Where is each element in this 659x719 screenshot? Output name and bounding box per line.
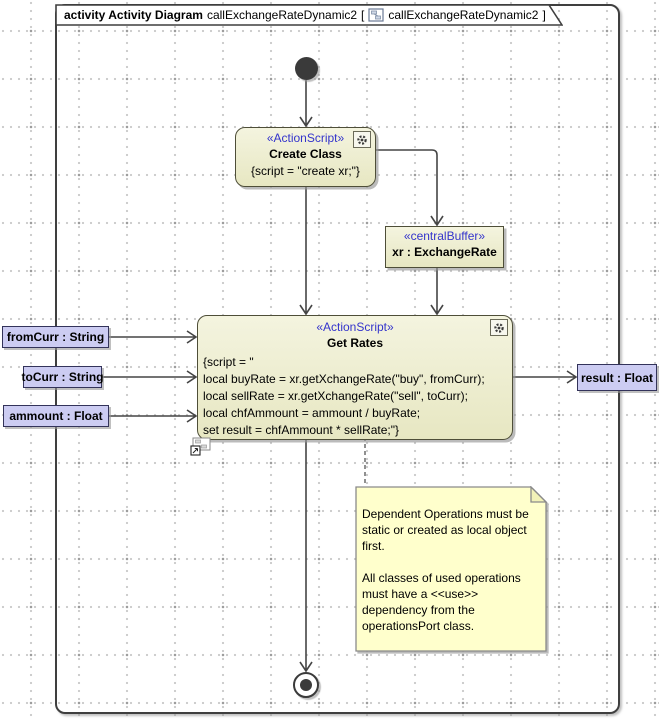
edge-get-rates-to-final[interactable] bbox=[299, 435, 313, 673]
edge-ammount-to-get-rates[interactable] bbox=[107, 409, 198, 423]
create-class-stereotype: «ActionScript» bbox=[266, 131, 345, 145]
create-class-script: {script = "create xr;"} bbox=[251, 164, 360, 178]
frame-title-bracket-open: [ bbox=[361, 8, 365, 22]
note-text: Dependent Operations must be static or c… bbox=[362, 506, 540, 634]
note-line: first. bbox=[362, 539, 385, 553]
central-buffer-name: xr : ExchangeRate bbox=[392, 245, 497, 259]
frame-title-shape bbox=[55, 4, 564, 26]
create-class-name: Create Class bbox=[269, 147, 342, 161]
initial-node[interactable] bbox=[295, 57, 318, 80]
central-buffer-stereotype: «centralBuffer» bbox=[403, 229, 486, 243]
get-rates-stereotype: «ActionScript» bbox=[316, 320, 394, 334]
edge-create-class-to-buffer[interactable] bbox=[376, 149, 444, 227]
note-line: dependency from the bbox=[362, 603, 475, 617]
action-create-class[interactable]: «ActionScript» Create Class {script = "c… bbox=[235, 127, 376, 187]
get-rates-name: Get Rates bbox=[326, 336, 384, 350]
note-line: operationsPort class. bbox=[362, 619, 475, 633]
note-line: Dependent Operations must be bbox=[362, 507, 529, 521]
note-line: All classes of used operations bbox=[362, 571, 521, 585]
behavior-gear-icon bbox=[490, 319, 508, 336]
parameter-result-label: result : Float bbox=[580, 370, 653, 385]
frame-title: activity Activity Diagram callExchangeRa… bbox=[55, 4, 564, 26]
edge-initial-to-create-class[interactable] bbox=[299, 80, 313, 128]
parameter-fromcurr[interactable]: fromCurr : String bbox=[2, 326, 109, 348]
behavior-gear-icon bbox=[353, 131, 371, 148]
parameter-ammount-label: ammount : Float bbox=[9, 409, 103, 423]
note-shape bbox=[355, 486, 547, 652]
parameter-ammount[interactable]: ammount : Float bbox=[3, 405, 109, 427]
final-node-dot bbox=[300, 679, 312, 691]
comment-note[interactable]: Dependent Operations must be static or c… bbox=[355, 486, 547, 652]
edge-tocurr-to-get-rates[interactable] bbox=[100, 370, 198, 384]
script-line: {script = " bbox=[203, 355, 254, 369]
action-get-rates[interactable]: «ActionScript» Get Rates {script = " loc… bbox=[197, 315, 513, 440]
frame-title-name: callExchangeRateDynamic2 bbox=[206, 8, 358, 22]
note-line bbox=[362, 554, 540, 570]
parameter-fromcurr-label: fromCurr : String bbox=[6, 330, 105, 344]
activity-final-node[interactable] bbox=[293, 672, 319, 698]
parameter-tocurr-label: toCurr : String bbox=[21, 370, 104, 384]
script-line: local sellRate = xr.getXchangeRate("sell… bbox=[203, 389, 468, 403]
edge-buffer-to-get-rates[interactable] bbox=[430, 266, 444, 316]
frame-title-ref: callExchangeRateDynamic2 bbox=[388, 8, 539, 22]
script-line: local buyRate = xr.getXchangeRate("buy",… bbox=[203, 372, 485, 386]
script-line: local chfAmmount = ammount / buyRate; bbox=[203, 406, 421, 420]
activity-diagram-icon bbox=[368, 8, 384, 22]
parameter-result[interactable]: result : Float bbox=[577, 364, 657, 391]
parameter-tocurr[interactable]: toCurr : String bbox=[21, 366, 104, 388]
frame-title-keyword: activity Activity Diagram bbox=[64, 8, 203, 22]
edge-get-rates-to-result[interactable] bbox=[512, 370, 578, 384]
note-line: must have a <<use>> bbox=[362, 587, 479, 601]
note-line: static or created as local object bbox=[362, 523, 527, 537]
script-line: set result = chfAmmount * sellRate;"} bbox=[203, 423, 400, 437]
edge-create-class-to-get-rates[interactable] bbox=[299, 184, 313, 316]
subdiagram-indicator-icon[interactable] bbox=[190, 437, 212, 456]
central-buffer-node[interactable]: «centralBuffer» xr : ExchangeRate bbox=[385, 226, 504, 268]
edge-fromcurr-to-get-rates[interactable] bbox=[107, 330, 198, 344]
frame-title-bracket-close: ] bbox=[542, 8, 546, 22]
get-rates-script: {script = " local buyRate = xr.getXchang… bbox=[198, 354, 512, 439]
